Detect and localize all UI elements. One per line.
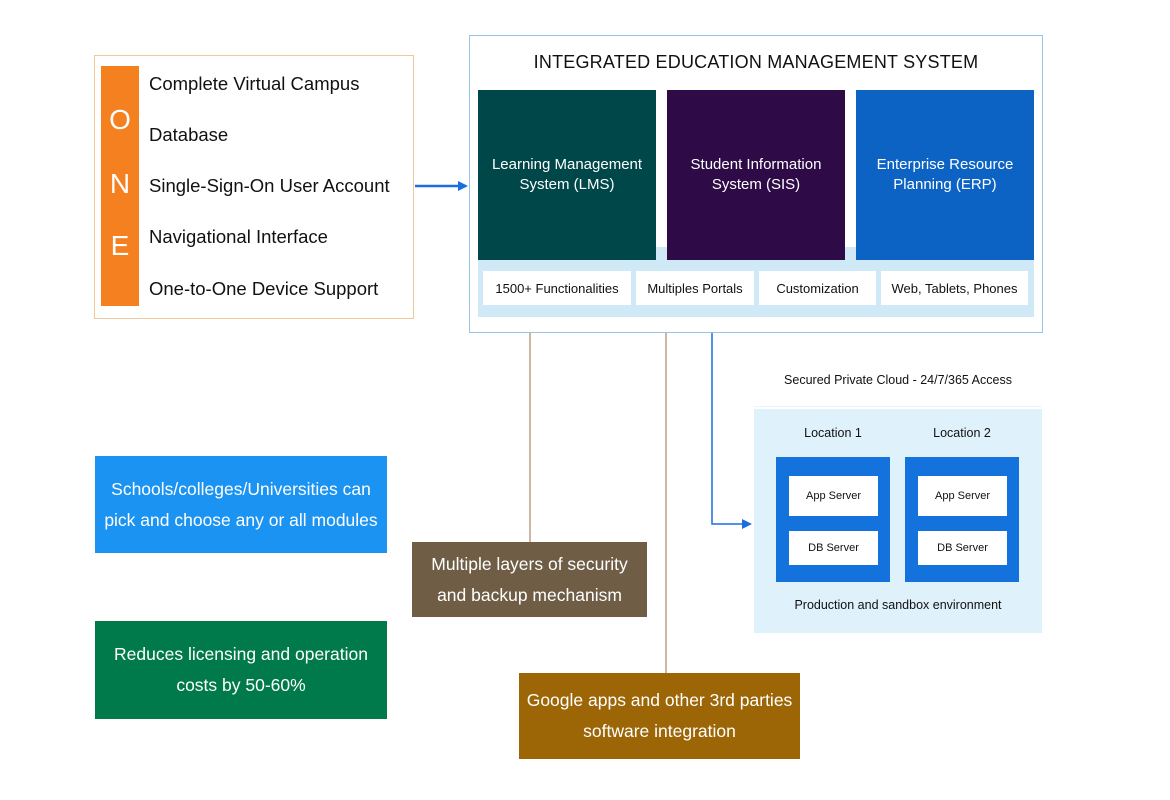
callout-schools: Schools/colleges/Universities can pick a…	[95, 456, 387, 553]
cloud-divider	[754, 406, 1042, 407]
one-item-database: Database	[149, 124, 229, 145]
one-item-sso: Single-Sign-On User Account	[149, 175, 390, 196]
callout-licensing: Reduces licensing and operation costs by…	[95, 621, 387, 719]
cloud-connector-arrow	[711, 333, 752, 529]
iems-title: INTEGRATED EDUCATION MANAGEMENT SYSTEM	[533, 52, 979, 72]
one-letter-e: E	[110, 230, 130, 261]
one-letters-bar: O N E	[101, 66, 139, 306]
feature-functionalities: 1500+ Functionalities	[483, 271, 631, 305]
cloud-title: Secured Private Cloud - 24/7/365 Access	[784, 373, 1012, 387]
module-lms: Learning Management System (LMS)	[478, 90, 656, 260]
location-1-app-server: App Server	[789, 476, 878, 516]
location-2-label: Location 2	[933, 426, 991, 440]
one-letter-n: N	[109, 168, 131, 199]
location-2-db-server: DB Server	[918, 531, 1007, 565]
cloud-footer: Production and sandbox environment	[794, 598, 1002, 612]
one-letter-o: O	[109, 104, 131, 135]
module-erp: Enterprise Resource Planning (ERP)	[856, 90, 1034, 260]
feature-customization: Customization	[759, 271, 876, 305]
callout-google: Google apps and other 3rd parties softwa…	[519, 673, 800, 759]
one-item-navigational-interface: Navigational Interface	[149, 226, 328, 247]
location-2-app-server: App Server	[918, 476, 1007, 516]
one-item-virtual-campus: Complete Virtual Campus	[149, 73, 360, 94]
one-panel	[94, 55, 414, 319]
location-1-db-server: DB Server	[789, 531, 878, 565]
location-1-label: Location 1	[804, 426, 862, 440]
one-item-device-support: One-to-One Device Support	[149, 278, 379, 299]
module-sis: Student Information System (SIS)	[667, 90, 845, 260]
callout-security: Multiple layers of security and backup m…	[412, 542, 647, 617]
feature-devices: Web, Tablets, Phones	[881, 271, 1028, 305]
feature-portals: Multiples Portals	[636, 271, 754, 305]
